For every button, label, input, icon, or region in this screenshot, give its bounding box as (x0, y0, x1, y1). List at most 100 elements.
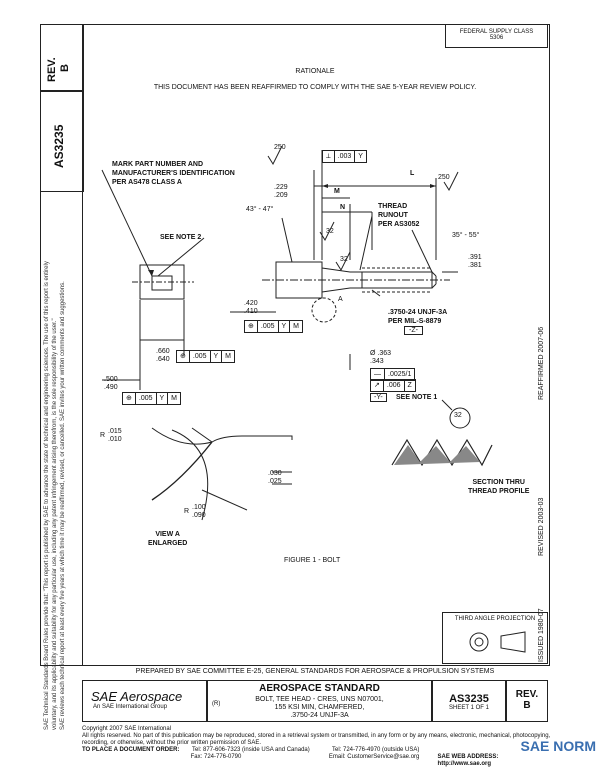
thread-runout-line: PER AS3052 (378, 221, 420, 228)
sae-logo-sub: An SAE International Group (93, 704, 168, 710)
footer-order: TO PLACE A DOCUMENT ORDER: (82, 747, 180, 753)
dim-value: .090 (192, 512, 206, 519)
third-angle-box: THIRD ANGLE PROJECTION (442, 612, 548, 664)
radius-015: R .015 .010 (100, 428, 122, 444)
fcf-006: ↗ .006 Z (370, 379, 416, 392)
dim-420-410: .420 .410 (244, 300, 258, 316)
fsc-number: 5306 (489, 35, 504, 41)
title-cell: AEROSPACE STANDARD (R) BOLT, TEE HEAD - … (207, 680, 432, 722)
dim-value: .660 (156, 348, 170, 355)
dim-value: .030 (268, 470, 282, 477)
left-rev-value: B (59, 64, 71, 72)
footer-web: SAE WEB ADDRESS: http://www.sae.org (437, 754, 499, 767)
side-legal-line: SAE Technical Standards Board Rules prov… (44, 261, 50, 730)
dim-n: N (340, 204, 346, 211)
dim-660-640: .660 .640 (156, 348, 170, 364)
angle-35-55: 35° - 55° (452, 232, 480, 239)
dim-value: .381 (468, 262, 482, 269)
rev-label: REV. (515, 689, 539, 700)
fcf-symbol: ⟂ (323, 151, 335, 162)
runout-symbol: ↗ (371, 380, 384, 391)
fcf-value: .005 (258, 321, 279, 332)
footer-rights: All rights reserved. No part of this pub… (82, 733, 551, 739)
dim-value: .209 (274, 192, 288, 199)
doc-number: AS3235 (449, 693, 489, 705)
thread-spec-line: PER MIL-S-8879 (388, 318, 442, 325)
thread-runout: THREAD RUNOUT PER AS3052 (378, 202, 419, 229)
section-thru-line: SECTION THRU (472, 479, 525, 486)
fcf-003: ⟂ .003 Y (322, 150, 367, 163)
dim-250-a: 250 (274, 144, 286, 151)
projection-symbol (469, 631, 526, 653)
footer-rights: recording, or otherwise, without the pri… (82, 740, 262, 746)
fcf-0025: — .0025/1 (370, 368, 416, 381)
fcf-datum: Y (211, 351, 223, 362)
desc-line: 155 KSI MIN, CHAMFERED, (274, 704, 365, 711)
rationale-text: THIS DOCUMENT HAS BEEN REAFFIRMED TO COM… (153, 84, 477, 91)
thread-runout-line: THREAD (378, 203, 408, 210)
dim-value: .100 (192, 504, 206, 511)
finish-32-a: 32 (326, 228, 334, 235)
dim-value: .229 (274, 184, 288, 191)
fcf-005-low: ⊕ .005 Y M (122, 392, 182, 405)
docnum-box-left (40, 90, 84, 192)
thread-runout-line: RUNOUT (378, 212, 408, 219)
fcf-value: .0025/1 (388, 371, 412, 378)
fcf-value: .003 (335, 151, 356, 162)
dim-value: .015 (108, 428, 122, 435)
footer-tel: Tel: 877-606-7323 (inside USA and Canada… (192, 747, 310, 753)
radius-100: R .100 .090 (184, 504, 206, 520)
view-a-line: VIEW A (155, 531, 180, 538)
mark-note-line: MANUFACTURER'S IDENTIFICATION (112, 170, 235, 177)
fcf-datum: Y (157, 393, 169, 404)
position-symbol: ⊕ (245, 321, 258, 332)
watermark: SAE NORM (520, 738, 596, 754)
footer-tel2: Tel: 724-776-4970 (outside USA) (332, 747, 420, 753)
dim-500-490: .500 .490 (104, 376, 118, 392)
finish-32-b: 32 (340, 256, 348, 263)
position-symbol: ⊕ (177, 351, 190, 362)
section-thru-line: THREAD PROFILE (468, 488, 530, 495)
dim-363-343: Ø .363 .343 (370, 350, 391, 366)
left-rev-label: REV. (46, 57, 58, 82)
drawing-frame (82, 24, 550, 666)
part-description: BOLT, TEE HEAD - CRES, UNS N07001, 155 K… (208, 696, 431, 720)
fcf-value: .006 (384, 380, 405, 391)
dim-value: .391 (468, 254, 482, 261)
footer-copyright: Copyright 2007 SAE International (82, 726, 172, 732)
view-a-letter: A (338, 296, 343, 303)
angle-43-47: 43° - 47° (246, 206, 274, 213)
date-reaffirmed: REAFFIRMED 2007-06 (538, 326, 545, 400)
left-rev: REV. B (46, 57, 72, 82)
see-note-2: SEE NOTE 2 (160, 234, 202, 241)
footer-fax: Fax: 724-776-0790 (190, 754, 242, 760)
fcf-datum: Z (407, 382, 412, 389)
footer-email: Email: CustomerService@sae.org (328, 754, 420, 760)
rev-box-left (40, 24, 84, 92)
figure-caption: FIGURE 1 - BOLT (284, 557, 341, 564)
mark-note: MARK PART NUMBER AND MANUFACTURER'S IDEN… (112, 160, 235, 187)
thread-spec-line: .3750-24 UNJF-3A (388, 309, 448, 316)
dim-value: .410 (244, 308, 258, 315)
side-legal: SAE Technical Standards Board Rules prov… (43, 261, 67, 730)
section-thru: SECTION THRU THREAD PROFILE (468, 478, 529, 496)
dim-l: L (410, 170, 415, 177)
number-cell: AS3235 SHEET 1 OF 1 (432, 680, 506, 722)
left-doc-number: AS3235 (52, 124, 66, 168)
dim-value: .640 (156, 356, 170, 363)
date-revised: REVISED 2003-03 (538, 497, 545, 556)
dim-value: .420 (244, 300, 258, 307)
dim-m: M (334, 188, 340, 195)
radius-label: R (184, 508, 190, 515)
dim-value: Ø .363 (370, 350, 392, 357)
see-note-1: SEE NOTE 1 (396, 394, 438, 401)
dim-value: .500 (104, 376, 118, 383)
rationale-title: RATIONALE (295, 68, 335, 75)
dim-value: .490 (104, 384, 118, 391)
dim-value: .025 (268, 478, 282, 485)
side-legal-line: voluntary, and its applicability and sui… (52, 318, 58, 730)
mark-note-line: PER AS478 CLASS A (112, 179, 182, 186)
dim-391-381: .391 .381 (468, 254, 482, 270)
third-angle-label: THIRD ANGLE PROJECTION (454, 616, 536, 622)
fcf-value: .005 (136, 393, 157, 404)
